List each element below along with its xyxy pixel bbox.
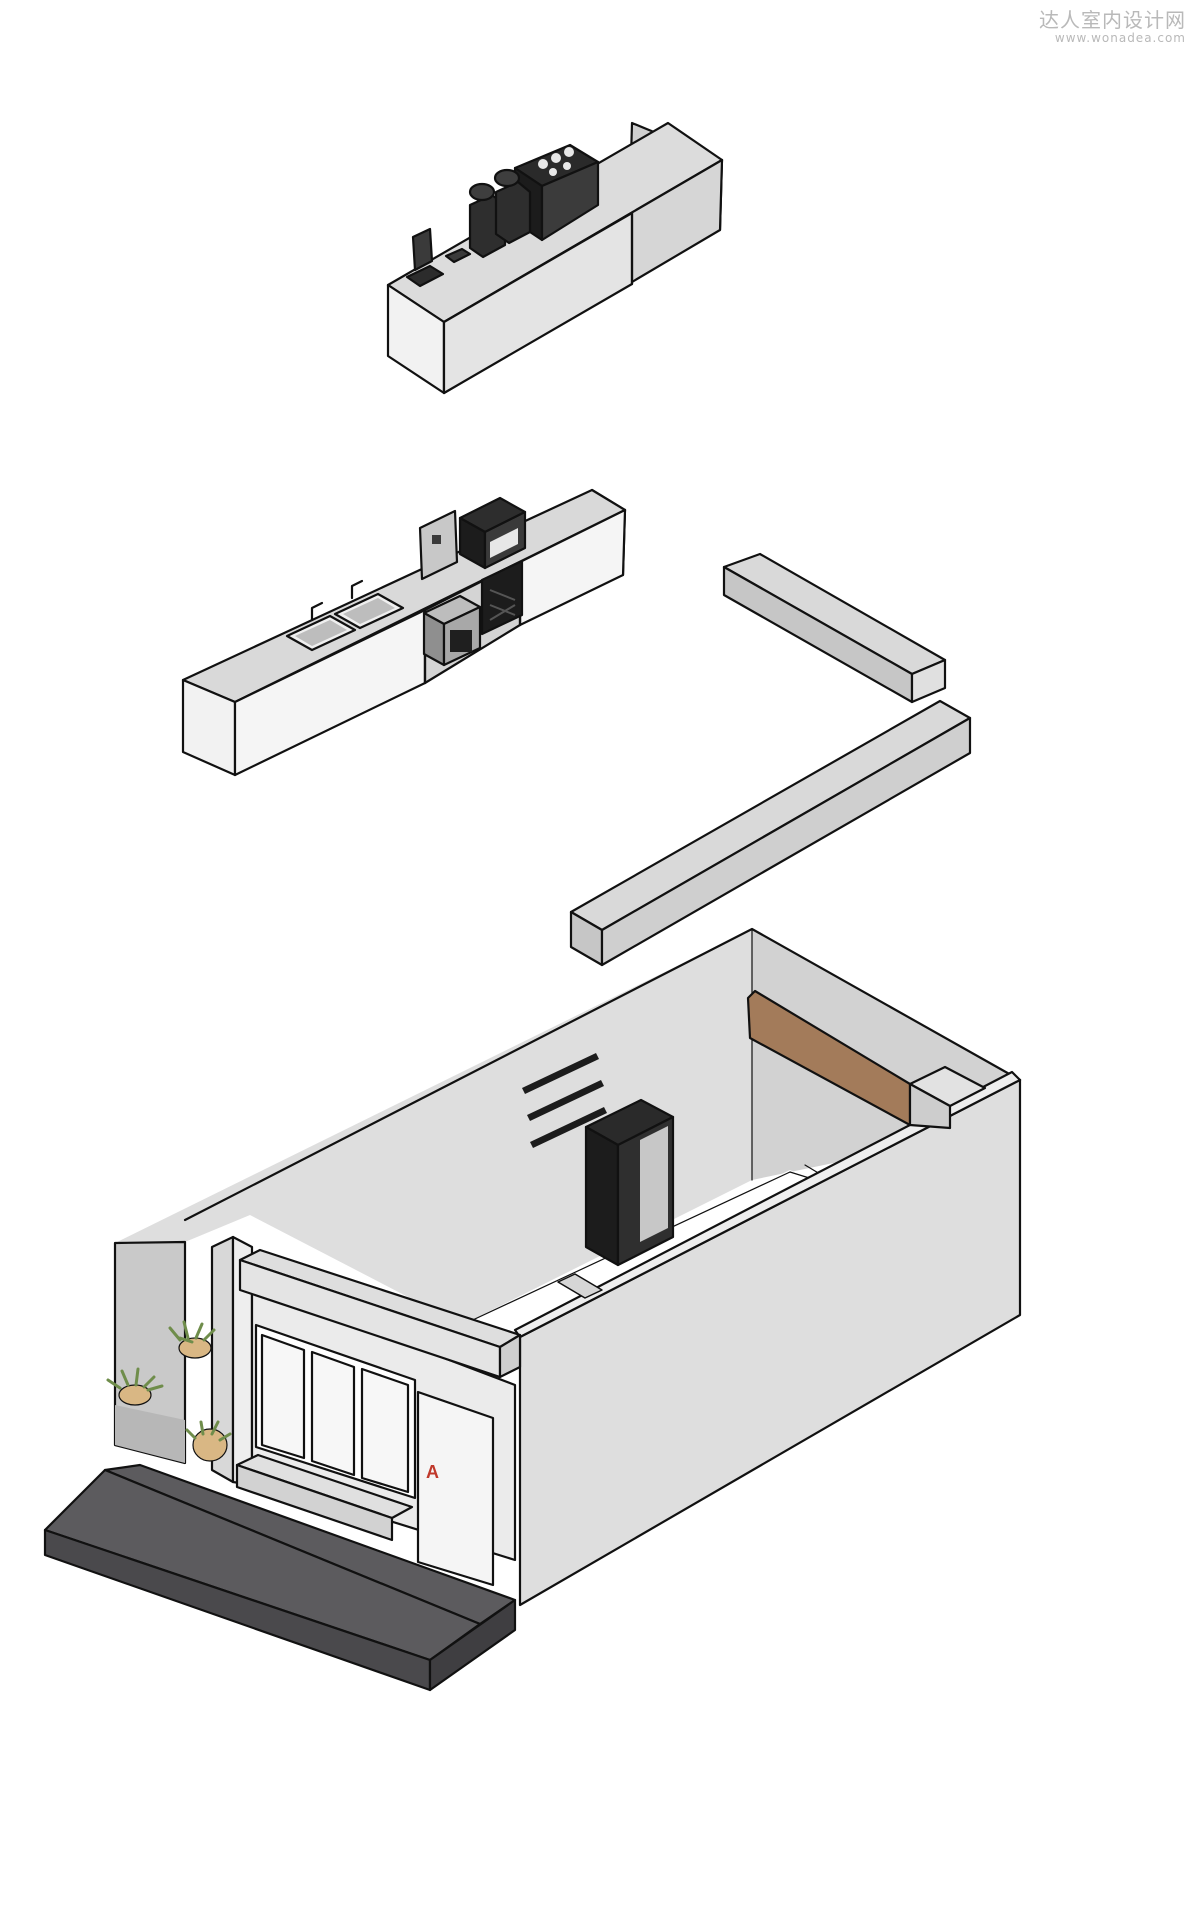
- entrance-door: A: [416, 1390, 495, 1587]
- door-logo: A: [426, 1462, 439, 1482]
- window-panel-3: [360, 1367, 410, 1494]
- sink-right: [333, 579, 405, 630]
- bulkhead-long: [569, 699, 972, 967]
- floor-mat: [557, 1273, 603, 1299]
- watermark-url: www.wonadea.com: [1054, 31, 1186, 45]
- entrance-step: [43, 1463, 517, 1692]
- front-windows: [235, 1323, 417, 1542]
- bottle-rack: [480, 559, 524, 636]
- watermark-title: 达人室内设计网: [1039, 8, 1186, 32]
- portafilter-knob-3: [564, 147, 574, 157]
- window-bench-face: [235, 1463, 394, 1542]
- portafilter-knob-1: [538, 159, 548, 169]
- portafilter-knob-2: [551, 153, 561, 163]
- shelf-3: [530, 1107, 607, 1148]
- wall-planter-3: [185, 1420, 232, 1462]
- window-panel-2: [310, 1350, 356, 1477]
- refrigerator-glass: [640, 1126, 668, 1242]
- refrigerator: [584, 1098, 675, 1267]
- front-beam-end: [498, 1333, 522, 1379]
- window-panel-1: [260, 1333, 306, 1460]
- shop-shell: [113, 927, 1022, 1607]
- bulkhead-short: [722, 552, 947, 704]
- wall-shelves: [522, 1053, 607, 1148]
- microwave: [458, 496, 527, 570]
- shelf-1: [522, 1053, 599, 1094]
- upper-counter: [386, 121, 724, 395]
- ice-machine-panel: [450, 630, 472, 652]
- ice-machine: [422, 594, 482, 667]
- wall-planter-2: [106, 1367, 164, 1406]
- wall-planter-1: [168, 1320, 216, 1359]
- step-end: [428, 1598, 517, 1692]
- sink-left: [285, 601, 357, 652]
- portafilter-knob-4: [549, 168, 557, 176]
- watermark: 达人室内设计网 www.wonadea.com: [1039, 4, 1186, 45]
- coffee-grinder-right: [493, 168, 532, 245]
- wall-tablet: [418, 509, 459, 581]
- back-bench: [908, 1065, 987, 1130]
- back-counter: [181, 488, 627, 777]
- portafilter-knob-5: [563, 162, 571, 170]
- shelf-2: [527, 1080, 604, 1121]
- left-pilaster-shade: [115, 1405, 185, 1463]
- pos-register: [405, 227, 472, 288]
